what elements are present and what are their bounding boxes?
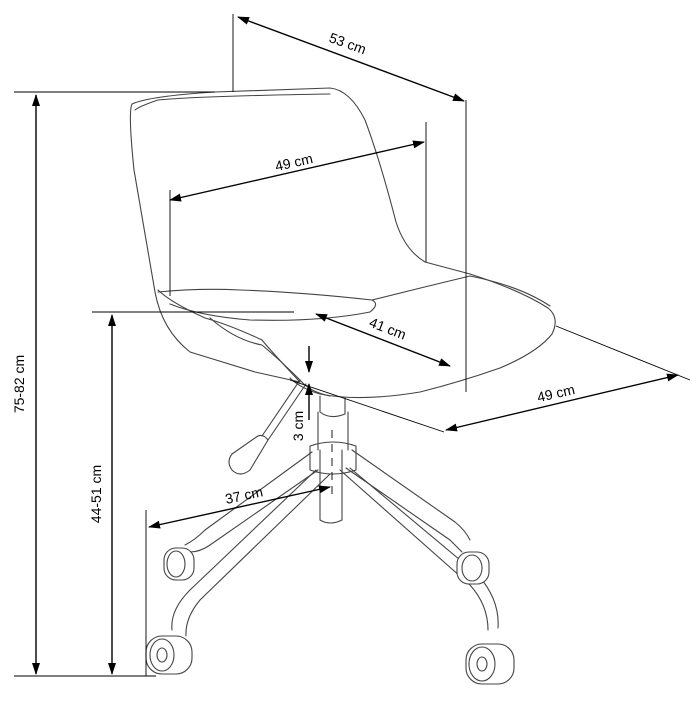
- backrest-shell: [129, 91, 301, 383]
- gas-lift-top: [319, 395, 346, 418]
- caster-front-left: [145, 635, 193, 675]
- dimension-labels: 53 cm 49 cm 41 cm 49 cm 75-82 cm 44-51 c…: [11, 29, 576, 523]
- label-seat-width: 49 cm: [536, 381, 577, 405]
- arrow-base-radius: [148, 485, 331, 529]
- label-seat-thickness: 3 cm: [290, 411, 306, 441]
- seat-underside: [209, 317, 331, 397]
- caster-back-right: [456, 551, 490, 585]
- ext-seat-width-right: [555, 325, 691, 381]
- label-seat-height: 44-51 cm: [88, 465, 104, 523]
- caster-back-left: [163, 547, 195, 581]
- label-base-radius: 37 cm: [224, 483, 265, 507]
- chair-outline: [129, 87, 556, 637]
- tilt-lever: [261, 379, 307, 441]
- label-total-height: 75-82 cm: [11, 355, 27, 413]
- arrow-back-width: [169, 140, 425, 202]
- ext-seat-width-left: [289, 379, 445, 433]
- dimension-lines: [14, 14, 691, 677]
- casters: [145, 547, 515, 685]
- arrow-top-depth: [237, 16, 465, 102]
- backrest-outer: [214, 87, 556, 399]
- arrow-seat-depth: [315, 313, 451, 367]
- lever-knob: [228, 434, 269, 475]
- label-seat-depth: 41 cm: [367, 314, 408, 343]
- base-hub: [309, 441, 357, 475]
- arrow-seat-width: [445, 373, 679, 432]
- leg-right: [345, 449, 471, 553]
- label-back-width: 49 cm: [274, 150, 315, 174]
- leg-left: [184, 451, 319, 553]
- seat-top: [157, 288, 377, 321]
- caster-front-right: [465, 643, 515, 685]
- leg-front-left: [171, 469, 331, 637]
- leg-front-right: [339, 467, 499, 631]
- gas-lift-lower: [319, 449, 343, 524]
- gas-lift-column: [317, 411, 349, 451]
- seat-cushion: [371, 275, 551, 307]
